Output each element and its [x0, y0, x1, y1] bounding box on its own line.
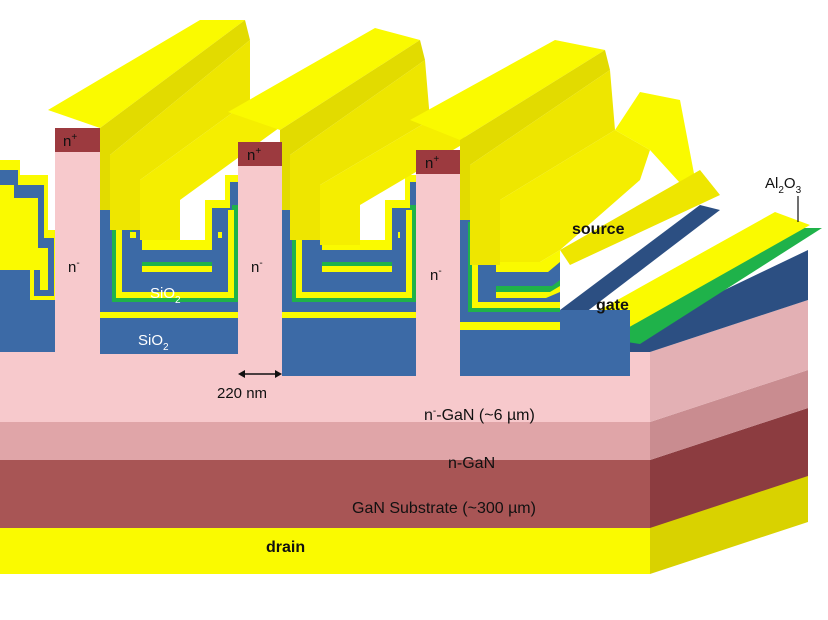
left-sio2-block — [0, 255, 60, 352]
source-fin-1-side — [100, 20, 250, 210]
source-fin-3-side — [460, 50, 610, 220]
drift-layer-label: n--GaN (~6 µm) — [424, 406, 535, 424]
pillar-2 — [238, 158, 282, 376]
drift-layer-side — [650, 300, 808, 422]
substrate-layer-label: GaN Substrate (~300 µm) — [352, 500, 536, 517]
n-plus-label-3: n+ — [425, 154, 439, 172]
left-gate-gold — [0, 185, 48, 290]
gate-label: gate — [596, 297, 629, 314]
n-minus-label-3: n- — [430, 266, 442, 284]
source-fin-3-step — [470, 70, 615, 265]
trench2-inner-blue — [302, 214, 406, 292]
sio2-lower-label: SiO2 — [138, 332, 169, 353]
pillar-3 — [416, 168, 460, 376]
drain-label: drain — [266, 539, 305, 556]
source-fin-back-ridge — [560, 170, 720, 265]
ngan-layer-side — [650, 370, 808, 460]
source-fin-2-side — [280, 40, 425, 210]
al2o3-strip — [600, 228, 822, 344]
pillar-1 — [55, 150, 100, 354]
width-label: 220 nm — [217, 385, 267, 402]
n-plus-cap-1 — [55, 128, 100, 152]
source-label: source — [572, 221, 625, 238]
trench1-inner-blue — [122, 214, 228, 292]
source-fin-3-back — [615, 92, 700, 205]
source-fin-3-top — [410, 40, 605, 140]
source-fin-2-step — [290, 60, 430, 240]
source-blue-ledge — [540, 205, 720, 332]
substrate-layer-side — [650, 408, 808, 528]
source-fin-3-lower — [500, 130, 650, 262]
n-minus-label-2: n- — [251, 258, 263, 276]
sio2-upper-label: SiO2 — [150, 285, 181, 306]
source-fin-2-top — [228, 28, 420, 130]
n-plus-label-1: n+ — [63, 132, 77, 150]
drain-layer-front — [0, 528, 650, 574]
n-plus-cap-2 — [238, 142, 282, 166]
gate-surface — [560, 212, 810, 338]
al2o3-label: Al2O3 — [765, 175, 802, 196]
width-dimension-arrow — [238, 370, 282, 378]
source-fin-1-top — [48, 20, 245, 128]
trench3-inner-blue — [478, 234, 560, 302]
source-fin-1-step — [110, 40, 250, 230]
n-minus-label-1: n- — [68, 258, 80, 276]
ngan-layer-label: n-GaN — [448, 455, 495, 472]
n-plus-label-2: n+ — [247, 146, 261, 164]
drain-layer-side — [650, 476, 808, 574]
ngan-layer-front — [0, 422, 650, 460]
source-fin-1-lower — [140, 100, 290, 240]
substrate-layer-front — [0, 460, 650, 528]
n-plus-cap-3 — [416, 150, 460, 174]
